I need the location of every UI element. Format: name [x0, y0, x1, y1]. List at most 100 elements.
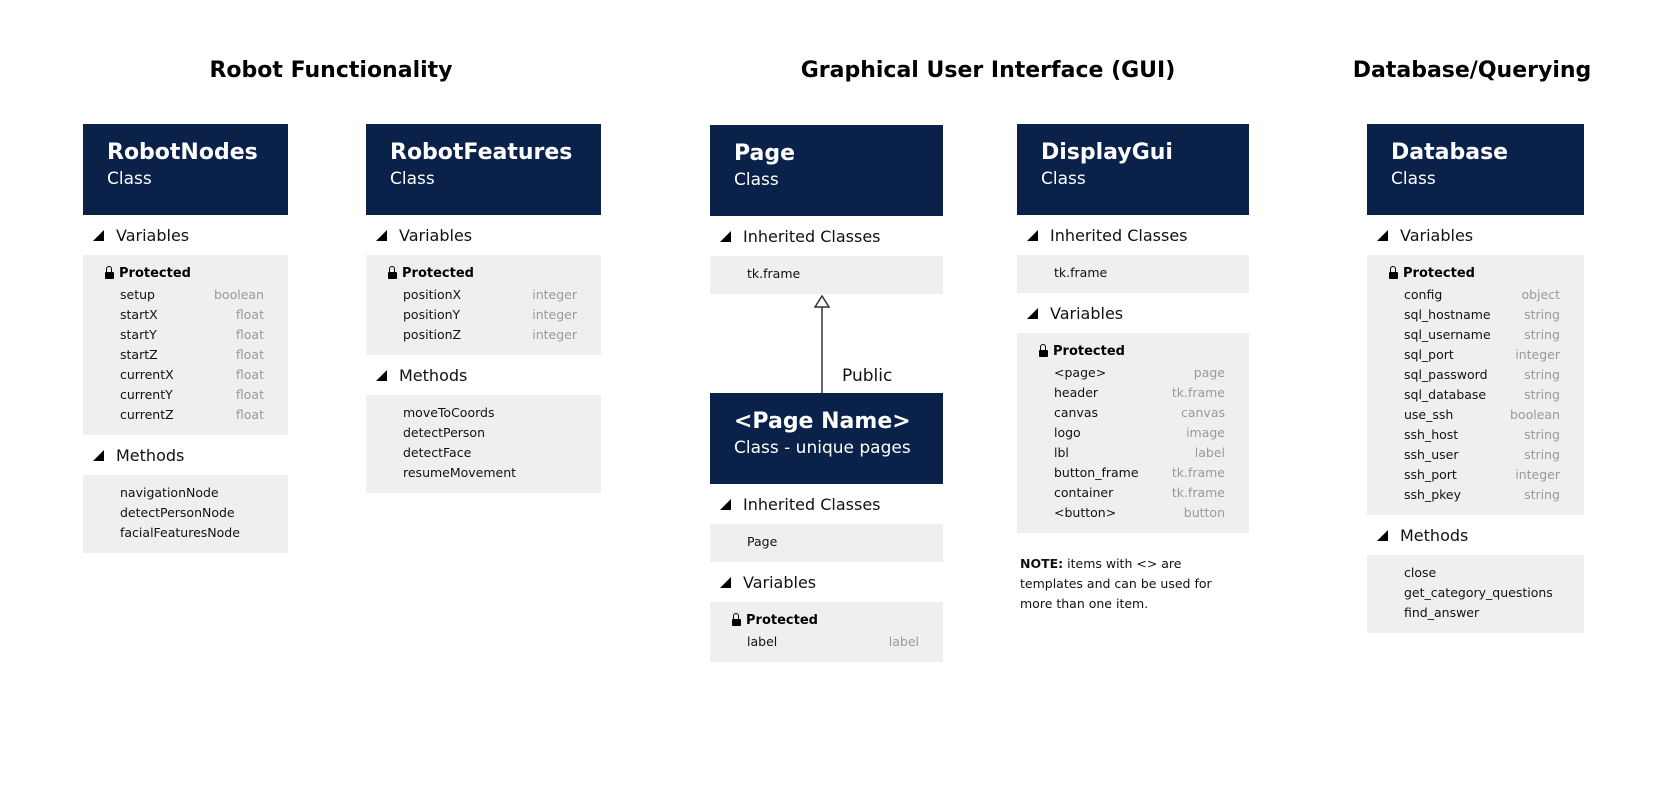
section-header-variables[interactable]: Variables: [1017, 293, 1249, 333]
section-header-variables[interactable]: Variables: [710, 562, 943, 602]
variable-name: use_ssh: [1404, 407, 1454, 422]
variable-name: currentZ: [120, 407, 174, 422]
note-bold: NOTE:: [1020, 556, 1064, 571]
variable-type: tk.frame: [1171, 485, 1225, 500]
method-row: detectFace: [403, 445, 472, 460]
section-header-methods[interactable]: Methods: [366, 355, 601, 395]
collapse-triangle-icon: [720, 576, 731, 588]
variable-type: string: [1524, 427, 1560, 442]
section-body-inherited: Page: [710, 524, 943, 562]
section-header-label: Methods: [399, 365, 468, 385]
class-subtitle: Class: [1041, 169, 1086, 189]
section-header-label: Methods: [1400, 525, 1469, 545]
method-row: find_answer: [1404, 605, 1480, 620]
lock-icon: [105, 265, 114, 279]
variable-name: startX: [120, 307, 158, 322]
collapse-triangle-icon: [93, 449, 104, 461]
variable-row: <page>page: [1017, 363, 1249, 383]
variable-name: positionZ: [403, 327, 462, 342]
variable-name: header: [1054, 385, 1099, 400]
variable-name: <page>: [1054, 365, 1107, 380]
variable-type: float: [235, 307, 264, 322]
section-header-methods[interactable]: Methods: [1367, 515, 1584, 555]
class-name: DisplayGui: [1041, 140, 1173, 165]
method-row: detectPerson: [403, 425, 485, 440]
lock-icon: [388, 265, 397, 279]
variable-name: ssh_port: [1404, 467, 1457, 482]
class-header: <Page Name>Class - unique pages: [710, 393, 943, 484]
variable-type: tk.frame: [1171, 465, 1225, 480]
variable-row: startX float: [83, 305, 288, 325]
class-name: Page: [734, 141, 796, 166]
variable-name: sql_port: [1404, 347, 1454, 362]
section-header-label: Inherited Classes: [743, 226, 881, 246]
section-header-methods[interactable]: Methods: [83, 435, 288, 475]
variable-row: <button>button: [1017, 503, 1249, 523]
section-header-label: Variables: [743, 572, 817, 592]
variable-type: label: [888, 634, 919, 649]
section-header-inherited[interactable]: Inherited Classes: [710, 484, 943, 524]
visibility-protected: Protected: [1017, 341, 1249, 361]
inherited-class-row: tk.frame: [747, 266, 801, 281]
method-row: moveToCoords: [403, 405, 495, 420]
visibility-protected: Protected: [710, 610, 943, 630]
variable-type: integer: [1515, 467, 1560, 482]
inheritance-arrowhead-icon: [813, 294, 831, 308]
variable-name: lbl: [1054, 445, 1069, 460]
inherited-class-row: Page: [747, 534, 778, 549]
variable-type: float: [235, 367, 264, 382]
class-subtitle: Class - unique pages: [734, 438, 911, 458]
variable-type: tk.frame: [1171, 385, 1225, 400]
variable-type: string: [1524, 367, 1560, 382]
variable-name: currentY: [120, 387, 173, 402]
variable-row: ssh_port integer: [1367, 465, 1584, 485]
visibility-label: Protected: [746, 612, 818, 628]
method-row: resumeMovement: [403, 465, 517, 480]
method-row: navigationNode: [120, 485, 219, 500]
section-header-label: Methods: [116, 445, 185, 465]
visibility-label: Protected: [1403, 265, 1475, 281]
section-header-variables[interactable]: Variables: [1367, 215, 1584, 255]
variable-type: object: [1521, 287, 1560, 302]
class-subtitle: Class: [1391, 169, 1436, 189]
section-header-variables[interactable]: Variables: [83, 215, 288, 255]
variable-name: startZ: [120, 347, 158, 362]
visibility-label: Protected: [1053, 343, 1125, 359]
collapse-triangle-icon: [1377, 529, 1388, 541]
section-header-variables[interactable]: Variables: [366, 215, 601, 255]
variable-name: currentX: [120, 367, 174, 382]
variable-row: header tk.frame: [1017, 383, 1249, 403]
class-subtitle: Class: [390, 169, 435, 189]
variable-name: container: [1054, 485, 1114, 500]
variable-type: string: [1524, 447, 1560, 462]
section-header-inherited[interactable]: Inherited Classes: [1017, 215, 1249, 255]
variable-name: positionX: [403, 287, 462, 302]
section-header-inherited[interactable]: Inherited Classes: [710, 216, 943, 256]
variable-name: config: [1404, 287, 1443, 302]
method-row: close: [1404, 565, 1437, 580]
